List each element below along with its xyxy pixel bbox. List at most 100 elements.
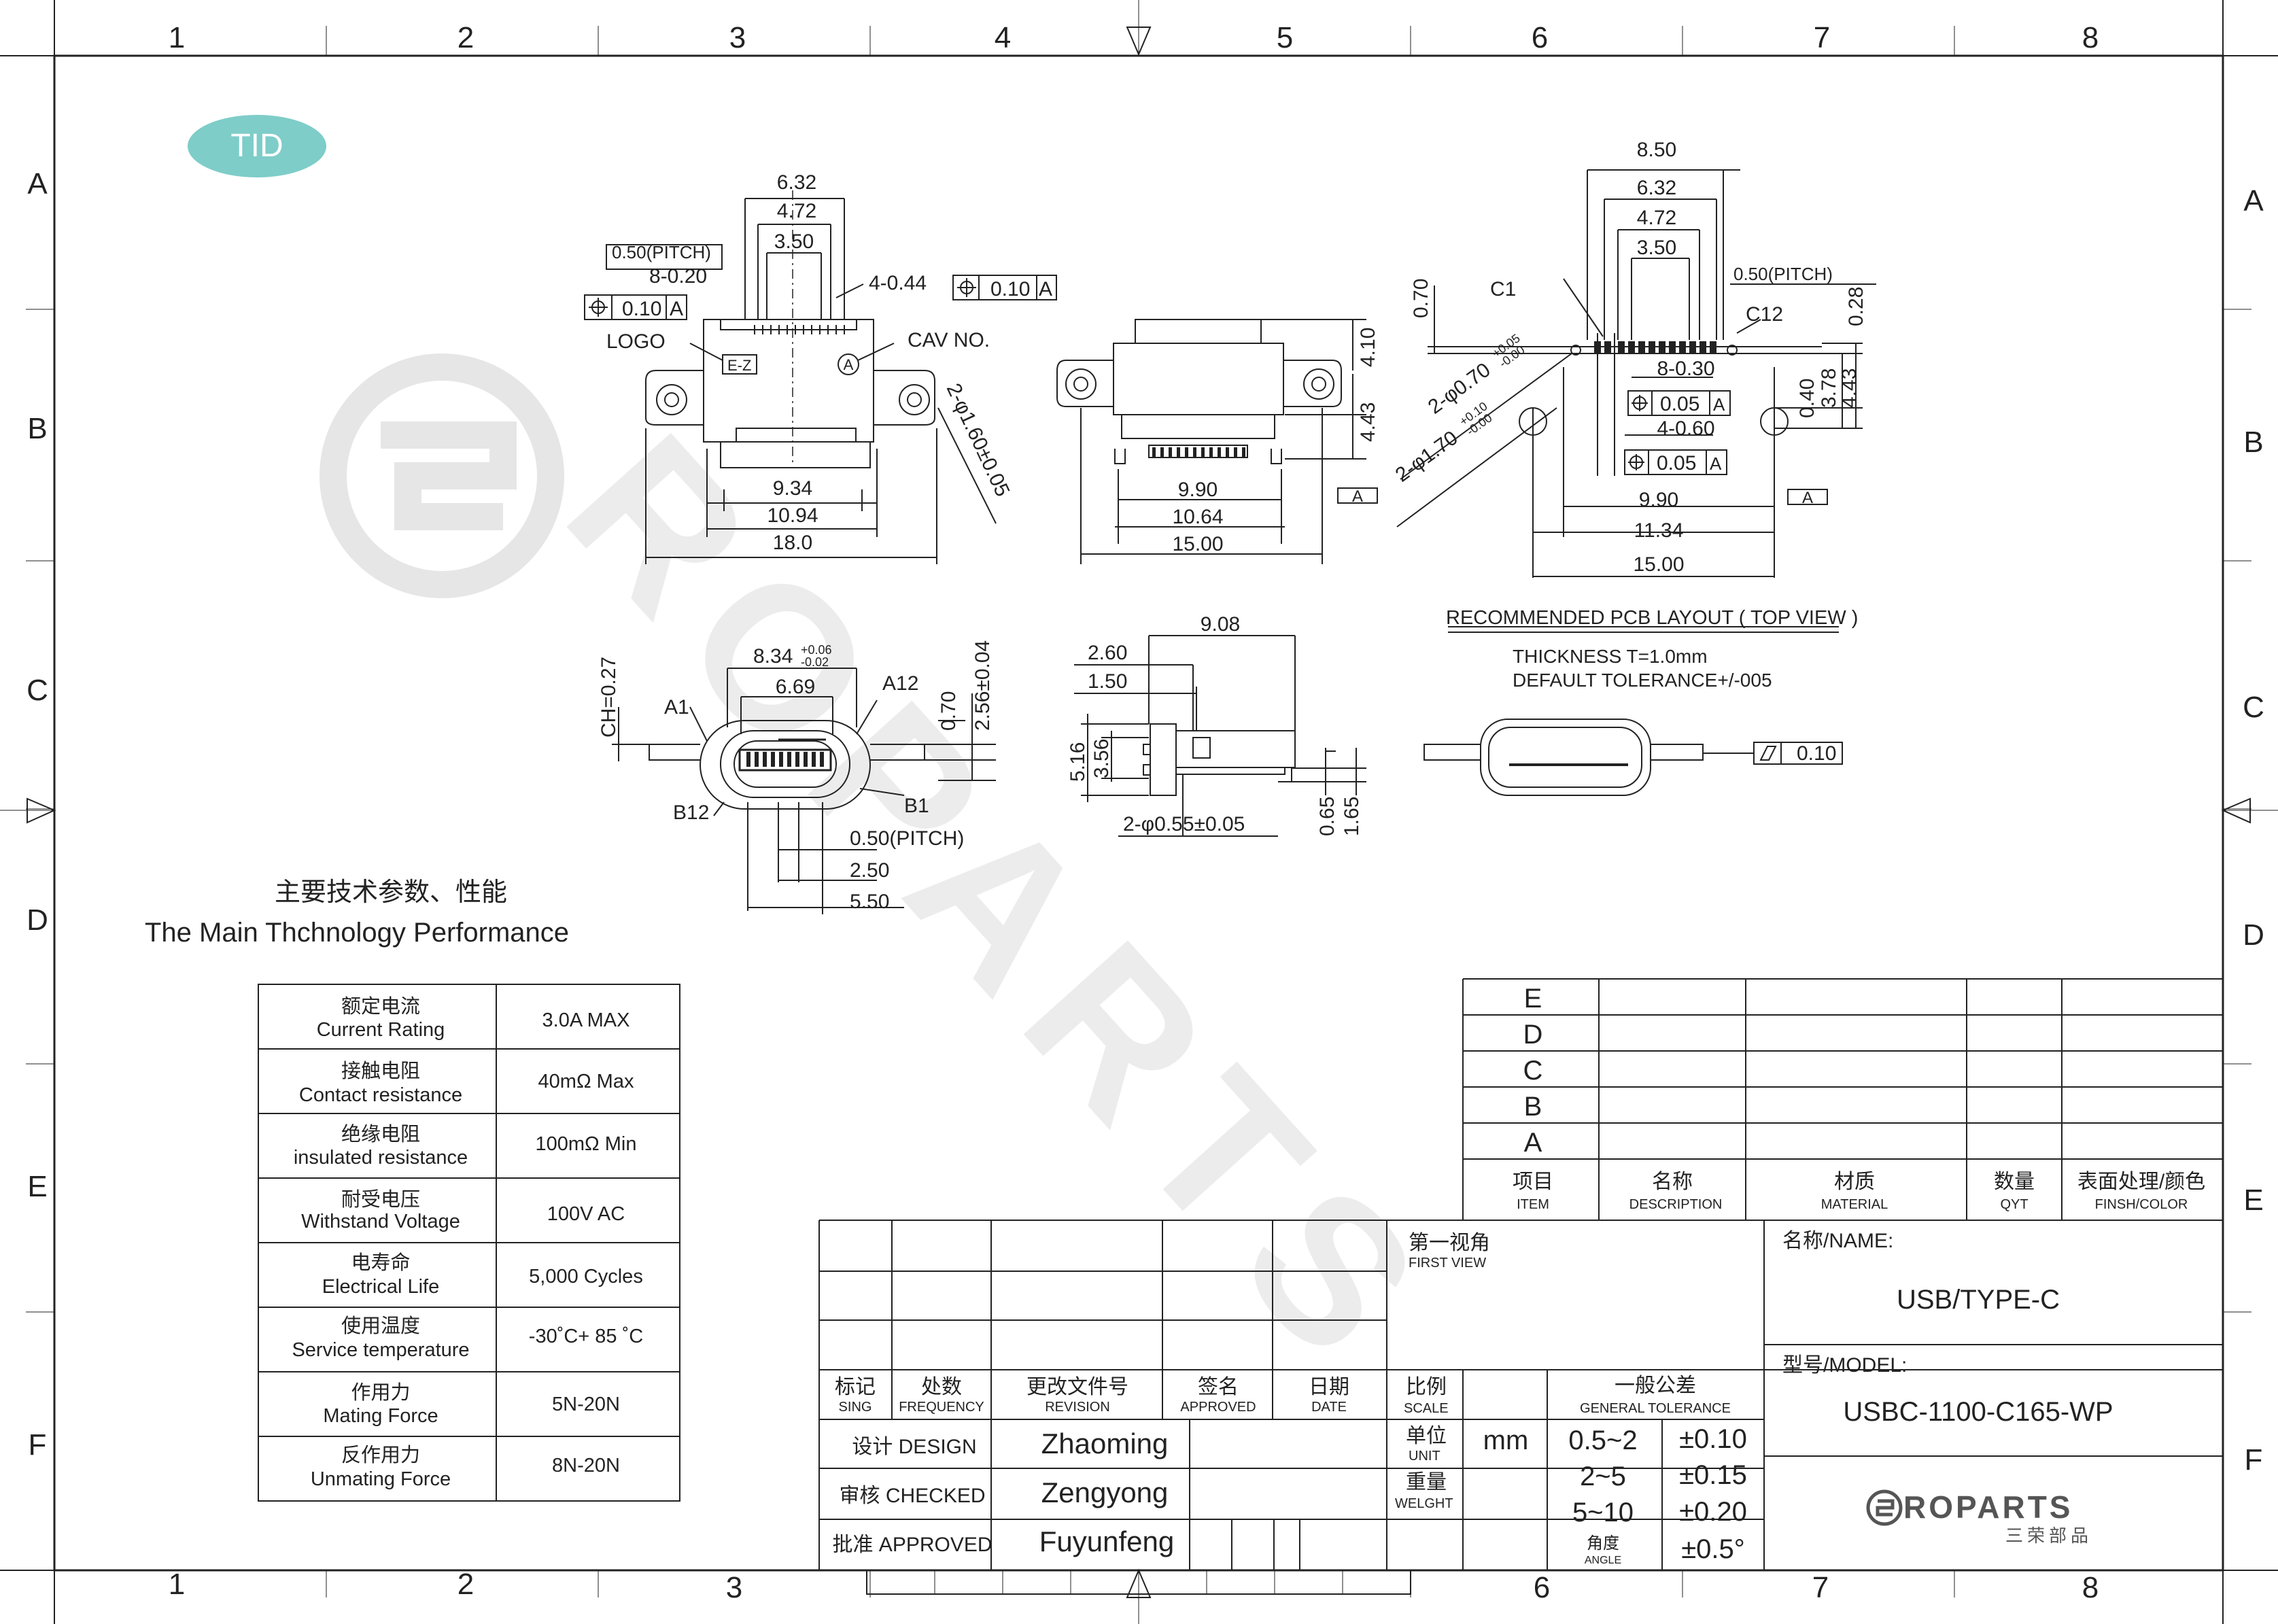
performance-heading: 主要技术参数、性能 The Main Thchnology Performanc… — [145, 878, 569, 948]
perf-row-2-value: 40mΩ Max — [538, 1071, 634, 1092]
title-block-grid — [818, 1159, 2223, 1570]
rev-header-revision-en: REVISION — [1045, 1400, 1110, 1415]
scale-cn: 比例 — [1406, 1376, 1447, 1398]
bom-row-d: D — [1523, 1020, 1543, 1050]
grid-row-c-right: C — [2243, 691, 2264, 724]
top-label-logo: LOGO — [606, 330, 666, 353]
end-label-a12: A12 — [882, 672, 918, 695]
bom-header-finish-cn: 表面处理/颜色 — [2077, 1171, 2205, 1193]
perf-row-5-value: 5,000 Cycles — [529, 1266, 643, 1288]
pcb-dim-4-72: 4.72 — [1637, 207, 1676, 229]
bom-row-c: C — [1523, 1056, 1543, 1086]
bottom-view — [1423, 719, 1843, 796]
perf-row-5-cn: 电寿命 — [351, 1251, 410, 1274]
angle-tolerance: ±0.5° — [1681, 1534, 1745, 1564]
first-view-cn: 第一视角 — [1409, 1232, 1490, 1254]
top-gdt-datum-left: A — [670, 298, 683, 320]
revision-headers: 标记 SING 处数 FREQUENCY 更改文件号 REVISION 签名 A… — [835, 1376, 1349, 1415]
end-view-labels: 8.34 +0.06 -0.02 6.69 CH=0.27 0.70 2.56±… — [598, 640, 994, 913]
bom-header-qty-en: QYT — [2000, 1197, 2028, 1212]
grid-column-labels-top: 1 2 3 4 5 6 7 8 — [169, 21, 2099, 54]
pcb-layout — [1396, 169, 1876, 633]
perf-row-3-cn: 绝缘电阻 — [341, 1123, 420, 1145]
side-view — [1074, 635, 1366, 837]
pcb-dim-0-70: 0.70 — [1410, 279, 1432, 318]
bom-header-desc-en: DESCRIPTION — [1629, 1197, 1723, 1212]
side-dim-3-56: 3.56 — [1090, 739, 1113, 778]
logo-subtext: 三荣部品 — [2005, 1525, 2092, 1546]
perf-row-7-en: Mating Force — [323, 1405, 438, 1427]
grid-row-a-right: A — [2243, 184, 2264, 218]
front-dim-15-00: 15.00 — [1172, 533, 1223, 555]
perf-row-4-en: Withstand Voltage — [301, 1211, 460, 1232]
table-row: 绝缘电阻 insulated resistance 100mΩ Min — [294, 1123, 637, 1169]
end-dim-0-70: 0.70 — [937, 691, 960, 731]
grid-row-labels-left: A B C D E F — [27, 167, 48, 1462]
grid-col-1-bottom: 1 — [169, 1568, 185, 1601]
tolerance-range-3: 5~10 — [1572, 1498, 1634, 1527]
unit-en: UNIT — [1409, 1449, 1440, 1464]
top-dim-hole: 2-φ1.60±0.05 — [942, 380, 1014, 500]
end-view — [612, 668, 996, 914]
front-view — [1056, 319, 1378, 564]
rev-header-sign-cn: 标记 — [835, 1376, 876, 1398]
side-dim-1-65: 1.65 — [1341, 797, 1363, 836]
scale-en: SCALE — [1404, 1401, 1449, 1416]
table-row: 接触电阻 Contact resistance 40mΩ Max — [299, 1060, 634, 1106]
table-row: 使用温度 Service temperature -30˚C+ 85 ˚C — [292, 1315, 643, 1361]
tid-badge-label: TID — [230, 128, 283, 164]
perf-row-3-en: insulated resistance — [294, 1147, 468, 1169]
bom-header-material-cn: 材质 — [1834, 1171, 1875, 1193]
rev-header-date-cn: 日期 — [1309, 1376, 1349, 1398]
pcb-dim-4-43: 4.43 — [1838, 368, 1861, 408]
pcb-dim-15-00: 15.00 — [1633, 553, 1684, 576]
performance-table: 额定电流 Current Rating 3.0A MAX 接触电阻 Contac… — [292, 995, 643, 1490]
grid-col-5: 5 — [1277, 21, 1293, 54]
grid-col-1: 1 — [169, 21, 185, 54]
side-view-labels: 9.08 2.60 1.50 5.16 3.56 2-φ0.55±0.05 0.… — [1067, 613, 1363, 836]
rev-header-freq-cn: 处数 — [921, 1376, 962, 1398]
pcb-gdt-2-datum: A — [1710, 453, 1722, 474]
logo-text: ROPARTS — [1903, 1489, 2073, 1525]
design-label: 设计 DESIGN — [852, 1436, 976, 1458]
top-dim-3-50: 3.50 — [774, 230, 814, 253]
end-dim-6-69: 6.69 — [776, 676, 815, 698]
grid-col-2-bottom: 2 — [458, 1568, 474, 1601]
angle-en: ANGLE — [1585, 1555, 1621, 1566]
pcb-label-c1: C1 — [1490, 278, 1516, 300]
pcb-datum-a: A — [1802, 489, 1813, 507]
tolerance-range-2: 2~5 — [1580, 1462, 1626, 1491]
tolerance-cn: 一般公差 — [1615, 1375, 1696, 1397]
rev-header-approved-cn: 签名 — [1198, 1376, 1239, 1398]
perf-row-7-cn: 作用力 — [351, 1381, 410, 1404]
grid-col-4: 4 — [995, 21, 1011, 54]
bom-row-e: E — [1524, 984, 1542, 1014]
perf-row-4-value: 100V AC — [547, 1203, 625, 1225]
sign-rows: 设计 DESIGN Zhaoming 审核 CHECKED Zengyong 批… — [832, 1428, 1174, 1557]
weight-cn: 重量 — [1406, 1471, 1447, 1493]
pcb-dim-0-40: 0.40 — [1796, 379, 1818, 418]
perf-row-6-en: Service temperature — [292, 1339, 469, 1361]
end-label-b12: B12 — [673, 801, 709, 824]
grid-column-labels-bottom: 1 2 3 6 7 8 — [169, 1568, 2099, 1604]
tid-badge: TID — [188, 115, 326, 177]
pcb-pads — [1594, 341, 1716, 353]
bom-header-qty-cn: 数量 — [1994, 1171, 2035, 1193]
rev-header-approved-en: APPROVED — [1180, 1400, 1256, 1415]
bom-header-desc-cn: 名称 — [1652, 1171, 1693, 1193]
grid-row-e-right: E — [2243, 1184, 2263, 1217]
grid-row-f: F — [29, 1428, 47, 1462]
front-dim-4-43: 4.43 — [1357, 402, 1379, 442]
table-row: 额定电流 Current Rating 3.0A MAX — [317, 995, 630, 1041]
design-name: Zhaoming — [1041, 1428, 1169, 1459]
watermark-text: ROPARTS — [525, 393, 1479, 1417]
pcb-dim-8-50: 8.50 — [1637, 139, 1676, 161]
end-dim-8-34: 8.34 — [753, 645, 793, 668]
end-dim-2-56: 2.56±0.04 — [971, 640, 994, 731]
side-dim-2-60: 2.60 — [1088, 642, 1127, 664]
side-dim-9-08: 9.08 — [1201, 613, 1240, 636]
unit-cn: 单位 — [1406, 1425, 1447, 1447]
pcb-dim-6-32: 6.32 — [1637, 177, 1676, 199]
pcb-dim-8-0-30: 8-0.30 — [1657, 358, 1714, 380]
